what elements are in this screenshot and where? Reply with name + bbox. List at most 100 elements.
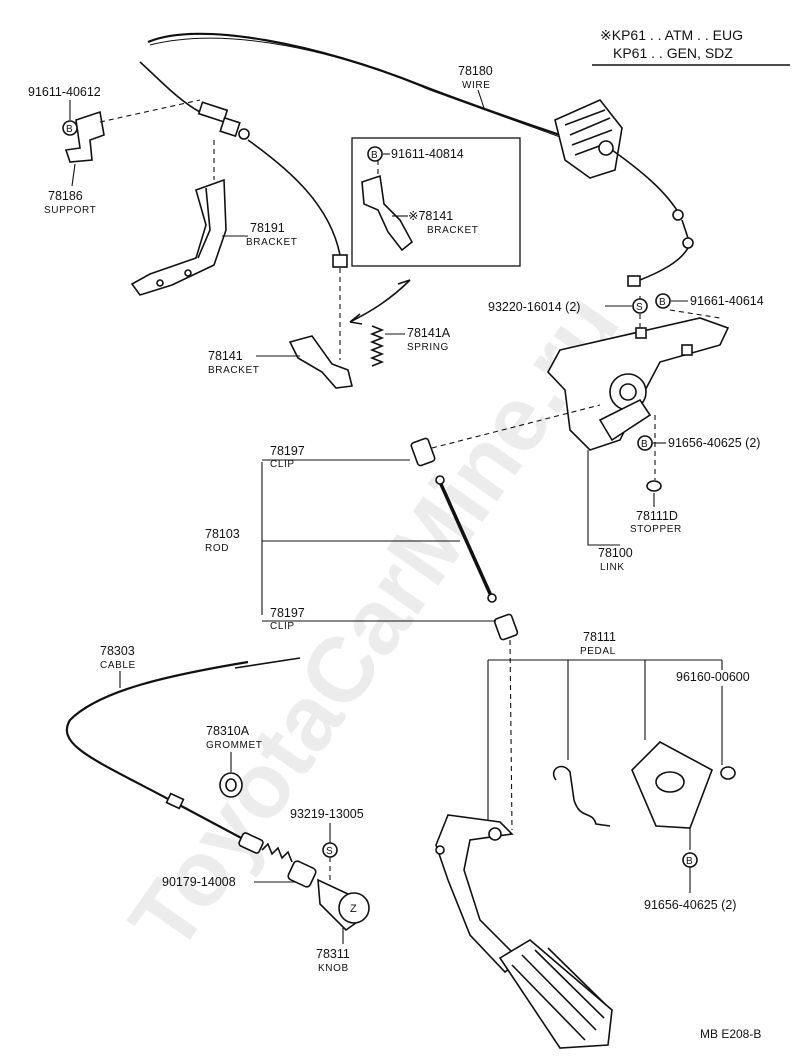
part-name-bracket-78141: BRACKET — [208, 365, 259, 376]
leader-78100 — [587, 450, 620, 546]
part-number-78103: 78103 — [205, 527, 240, 541]
part-number-78197-top: 78197 — [270, 444, 305, 458]
model-note-line-2: KP61 . . GEN, SDZ — [613, 45, 733, 61]
part-number-78141: 78141 — [208, 349, 243, 363]
link-lever — [598, 398, 652, 442]
part-number-91661-40614: 91661-40614 — [690, 294, 764, 308]
rod-shape — [438, 481, 494, 599]
label-78197-bottom: 78197 CLIP — [270, 606, 305, 632]
part-name-spring: SPRING — [407, 342, 449, 353]
model-note: ※KP61 . . ATM . . EUG KP61 . . GEN, SDZ — [592, 27, 790, 66]
bracket-78141-shape — [288, 335, 353, 389]
part-number-78303: 78303 — [100, 644, 135, 658]
wire-bracket-ribs — [564, 109, 613, 156]
rod-end-top — [435, 475, 445, 485]
label-78311: 78311 KNOB — [316, 928, 350, 974]
cable-bezel — [238, 832, 264, 854]
part-name-cable: CABLE — [100, 660, 136, 671]
part-number-91656-40625-b: 91656-40625 (2) — [644, 898, 736, 912]
pedal-pad-shape — [498, 939, 613, 1049]
link-dash-right — [669, 309, 721, 319]
part-number-78191: 78191 — [250, 221, 285, 235]
label-91656-b: B 91656-40625 (2) — [644, 852, 736, 912]
part-number-78311: 78311 — [316, 947, 350, 961]
bolt-marker-circle-1 — [62, 120, 78, 136]
pedal-return-spring — [552, 765, 611, 827]
label-78310A: 78310A GROMMET — [206, 724, 262, 772]
part-number-78180: 78180 — [458, 64, 493, 78]
wire-outer-cable — [147, 32, 576, 142]
link-78100-drawing — [547, 296, 730, 480]
cable-inner-wire — [234, 657, 301, 669]
part-number-96160-00600: 96160-00600 — [676, 670, 750, 684]
bolt-marker-4: B — [641, 439, 648, 450]
part-name-link: LINK — [600, 562, 625, 573]
bolt-marker-5: B — [686, 856, 693, 867]
label-78103: 78103 ROD — [205, 527, 240, 554]
support-dash — [99, 99, 201, 123]
part-number-78197-bottom: 78197 — [270, 606, 305, 620]
pedal-arm-shape — [435, 814, 522, 974]
label-90179: 90179-14008 — [162, 875, 296, 889]
wire-bracket-grommet — [598, 140, 614, 156]
part-name-bracket-78191: BRACKET — [246, 237, 297, 248]
part-number-91611-40814: 91611-40814 — [391, 147, 464, 161]
inset-box: B 91611-40814 ※78141 BRACKET — [351, 137, 521, 267]
part-number-93219-13005: 93219-13005 — [290, 807, 364, 821]
leader-78186 — [71, 163, 76, 187]
clip-bottom-dash — [509, 639, 513, 831]
part-name-clip-bottom: CLIP — [270, 621, 295, 632]
pedal-stop-boss — [655, 771, 685, 793]
wire-pedal-run — [611, 149, 681, 216]
knob-face — [338, 892, 370, 924]
wire-swivel-1 — [672, 209, 684, 221]
inset-frame — [351, 137, 521, 267]
label-96160: 96160-00600 — [676, 670, 750, 765]
label-78303: 78303 CABLE — [100, 644, 136, 688]
support-shape — [64, 110, 105, 163]
bracket-78191-hole-1 — [156, 279, 164, 287]
part-number-90179-14008: 90179-14008 — [162, 875, 236, 889]
bolt-marker-1: B — [66, 124, 73, 135]
support-78186-drawing: B — [62, 99, 201, 163]
part-number-78111: 78111 — [583, 630, 616, 644]
leader-78180 — [477, 89, 485, 109]
grommet-78310A-drawing — [219, 772, 243, 798]
pedal-drawing — [435, 741, 736, 1049]
stopper-78111D-drawing — [646, 480, 662, 492]
part-name-pedal: PEDAL — [580, 646, 616, 657]
part-number-78186: 78186 — [48, 189, 83, 203]
wire-end-left — [139, 61, 201, 113]
spring-coil — [369, 325, 385, 367]
screw-marker-1: S — [636, 302, 643, 313]
bracket-78191-shape — [130, 178, 227, 296]
label-78111: 78111 PEDAL — [487, 630, 723, 830]
wire-nut-ring — [238, 128, 250, 140]
label-93219: 93219-13005 S — [290, 807, 364, 880]
part-number-93220-16014: 93220-16014 (2) — [488, 300, 580, 314]
part-number-91656-40625-a: 91656-40625 (2) — [668, 436, 760, 450]
wire-lower-run — [247, 139, 341, 256]
screw-marker-circle-1 — [632, 298, 648, 314]
part-name-rod: ROD — [205, 543, 229, 554]
bolt-marker-circle-3 — [655, 293, 671, 309]
pedal-pivot — [435, 845, 445, 855]
wire-inner-cable — [149, 37, 586, 147]
swap-arrow — [349, 279, 411, 323]
part-number-78111D: 78111D — [636, 509, 678, 523]
wire-end-fitting — [332, 254, 348, 268]
bolt-marker-3: B — [659, 297, 666, 308]
pedal-pad-ribs — [511, 947, 607, 1041]
pedal-rod-mount — [488, 827, 502, 841]
accelerator-wire-drawing — [139, 32, 694, 287]
bracket-78191-drawing — [130, 140, 227, 296]
clip-top-shape — [410, 437, 436, 467]
pedal-nut — [720, 766, 736, 780]
grommet-hole — [225, 778, 237, 792]
label-93220: 93220-16014 (2) S — [488, 298, 648, 314]
link-pivot-inner — [619, 383, 637, 401]
link-hole-2 — [681, 344, 693, 356]
part-name-wire: WIRE — [462, 80, 491, 91]
